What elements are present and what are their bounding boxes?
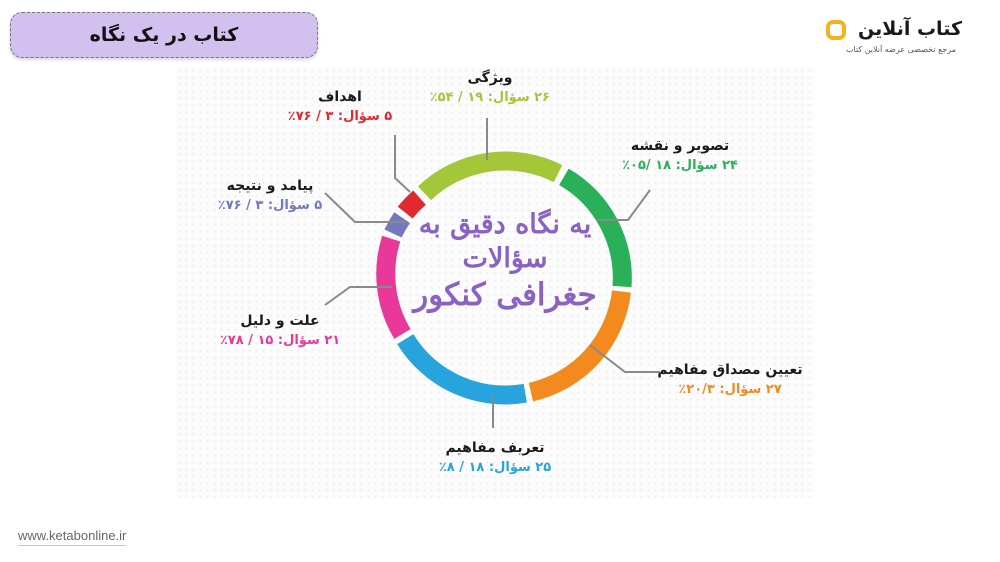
- label-cause-reason: علت و دلیل ۲۱ سؤال: ۱۵ / ۷۸٪: [215, 313, 345, 348]
- category-name: پیامد و نتیجه: [226, 178, 314, 194]
- leader-line-cause: [324, 286, 392, 306]
- label-consequence: پیامد و نتیجه ۵ سؤال: ۳ / ۷۶٪: [210, 178, 330, 213]
- segment-goals: [397, 190, 426, 219]
- website-link[interactable]: www.ketabonline.ir: [18, 528, 127, 546]
- category-stat: ۵ سؤال: ۳ / ۷۶٪: [287, 109, 393, 124]
- category-name: تعیین مصداق مفاهیم: [657, 362, 803, 378]
- segment-concept-examples: [528, 290, 631, 402]
- category-name: علت و دلیل: [240, 313, 320, 329]
- category-name: ویژگی: [467, 70, 513, 86]
- leader-line-concept-examples: [589, 344, 660, 373]
- category-stat: ۲۴ سؤال: ۱۸ /۰۵٪: [622, 158, 738, 173]
- center-line-3: جغرافی کنکور: [413, 276, 597, 313]
- category-name: تعریف مفاهیم: [445, 440, 545, 456]
- leader-line-maps: [596, 189, 651, 221]
- brand-name: کتاب آنلاین: [858, 18, 962, 40]
- label-maps: تصویر و نقشه ۲۴ سؤال: ۱۸ /۰۵٪: [600, 138, 760, 173]
- logo-icon: [826, 20, 846, 40]
- category-stat: ۲۵ سؤال: ۱۸ / ۸٪: [438, 460, 552, 475]
- category-name: تصویر و نقشه: [630, 138, 730, 154]
- segment-consequence: [384, 212, 411, 238]
- label-concept-examples: تعیین مصداق مفاهیم ۲۷ سؤال: ۲۰/۳٪: [655, 362, 805, 397]
- page-title-banner: کتاب در یک نگاه: [10, 12, 318, 58]
- center-line-1: یه نگاه دقیق به: [418, 209, 592, 240]
- brand-logo-block[interactable]: کتاب آنلاین مرجع تخصصی عرضه آنلاین کتاب: [826, 16, 966, 56]
- label-concept-definitions: تعریف مفاهیم ۲۵ سؤال: ۱۸ / ۸٪: [430, 440, 560, 475]
- category-name: اهداف: [318, 89, 362, 105]
- brand-tagline: مرجع تخصصی عرضه آنلاین کتاب: [845, 45, 956, 54]
- segment-features: [417, 151, 563, 201]
- category-stat: ۲۶ سؤال: ۱۹ / ۵۴٪: [429, 90, 550, 105]
- category-stat: ۲۷ سؤال: ۲۰/۳٪: [678, 382, 782, 397]
- segment-concept-definitions: [397, 333, 527, 405]
- infographic-panel: [176, 67, 815, 498]
- category-stat: ۲۱ سؤال: ۱۵ / ۷۸٪: [219, 333, 341, 348]
- center-heading: یه نگاه دقیق به سؤالات جغرافی کنکور: [405, 208, 605, 358]
- segment-maps: [558, 168, 632, 288]
- label-goals: اهداف ۵ سؤال: ۳ / ۷۶٪: [270, 89, 410, 124]
- category-stat: ۵ سؤال: ۳ / ۷۶٪: [217, 198, 323, 213]
- label-features: ویژگی ۲۶ سؤال: ۱۹ / ۵۴٪: [430, 70, 550, 105]
- leader-line-goals: [394, 135, 411, 193]
- leader-line-consequence: [324, 192, 408, 223]
- center-line-2: سؤالات: [462, 242, 548, 274]
- page-title: کتاب در یک نگاه: [89, 24, 239, 46]
